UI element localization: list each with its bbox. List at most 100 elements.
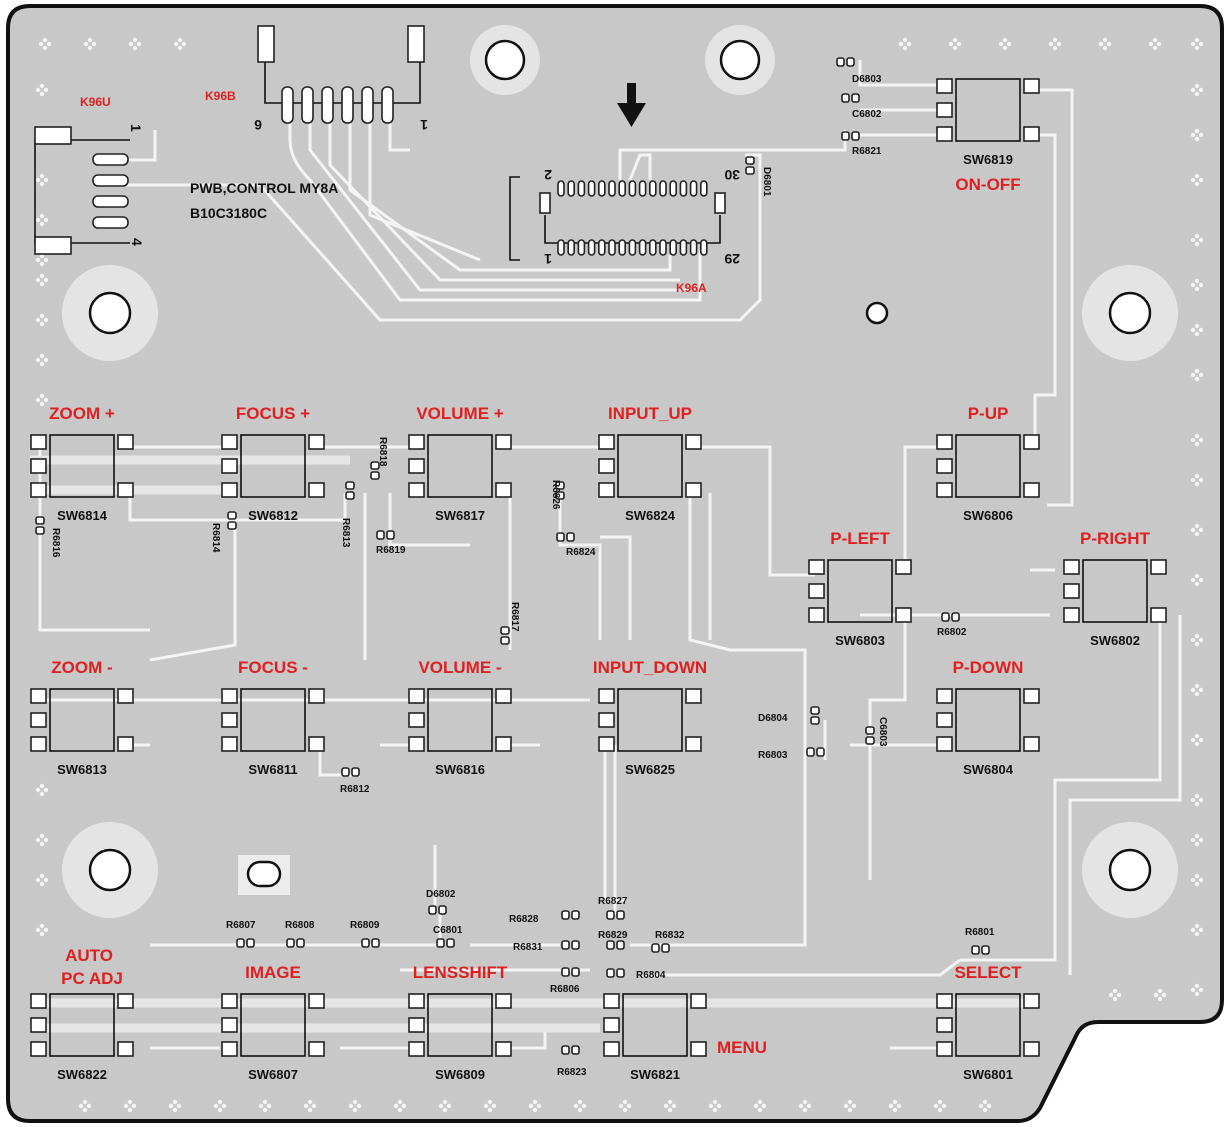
switch-pad: [495, 482, 512, 498]
switch-pad: [690, 1041, 707, 1057]
switch-ref: SW6819: [963, 152, 1013, 167]
switch-label: ZOOM +: [49, 404, 115, 423]
via-marker: [1190, 368, 1204, 382]
switch-pad: [495, 1041, 512, 1057]
k96a-pin-bottom: [587, 239, 596, 256]
component-r6803: R6803: [758, 747, 825, 761]
component-label: D6803: [852, 74, 882, 85]
switch-ref: SW6811: [248, 762, 297, 777]
k96a-pin-bottom: [659, 239, 667, 256]
component-label: R6814: [210, 523, 221, 553]
switch-pad: [685, 688, 702, 704]
switch-pad: [221, 712, 238, 728]
switch-pad: [30, 1041, 47, 1057]
switch-pad: [808, 583, 825, 599]
via-marker: [1098, 37, 1112, 51]
k96a-pin-top: [659, 180, 667, 197]
via-marker: [173, 37, 187, 51]
switch-label: ZOOM -: [51, 658, 112, 677]
switch-pad: [30, 993, 47, 1009]
switch-pad: [1150, 559, 1167, 575]
k96u-pin-first: 1: [128, 124, 144, 132]
via-marker: [35, 213, 49, 227]
switch-pad: [408, 1041, 425, 1057]
component-r6826: R6826: [550, 480, 565, 510]
via-marker: [1190, 873, 1204, 887]
component-r6821: R6821: [841, 131, 882, 157]
via-marker: [1190, 523, 1204, 537]
k96a-pin-top: [689, 180, 698, 197]
via-marker: [83, 37, 97, 51]
component-label: D6804: [758, 713, 788, 724]
switch-pad: [1150, 607, 1167, 623]
via-marker: [35, 173, 49, 187]
switch-label: P-RIGHT: [1080, 529, 1151, 548]
component-label: R6808: [285, 920, 315, 931]
switch-pad: [117, 993, 134, 1009]
switch-ref: SW6809: [435, 1067, 485, 1082]
via-marker: [1190, 633, 1204, 647]
switch-pad: [1023, 78, 1040, 94]
switch-pad: [1063, 607, 1080, 623]
switch-pad: [1023, 434, 1040, 450]
switch-pad: [936, 126, 953, 142]
switch-pad: [221, 736, 238, 752]
switch-pad: [936, 688, 953, 704]
switch-label: IMAGE: [245, 963, 301, 982]
switch-pad: [685, 736, 702, 752]
arrow-down-icon: [617, 83, 646, 127]
switch-pad: [598, 736, 615, 752]
switch-pad: [221, 993, 238, 1009]
switch-pad: [408, 482, 425, 498]
k96u-pin-last: 4: [129, 238, 145, 246]
switch-pad: [408, 434, 425, 450]
component-label: R6832: [655, 930, 685, 941]
board-title-line1: PWB,CONTROL MY8A: [190, 180, 338, 196]
k96a-pin-top: [577, 180, 586, 197]
switch-pad: [598, 712, 615, 728]
switch-pad: [495, 688, 512, 704]
k96a-pin-top: [597, 180, 606, 197]
switch-ref: SW6813: [57, 762, 107, 777]
switch-pad: [936, 458, 953, 474]
k96a-pin-bottom: [669, 239, 678, 256]
switch-pad: [408, 688, 425, 704]
via-marker: [1190, 37, 1204, 51]
component-label: R6813: [340, 518, 351, 548]
via-marker: [35, 253, 49, 267]
switch-ref: SW6806: [963, 508, 1013, 523]
component-r6828: R6828: [509, 910, 580, 925]
switch-pad: [117, 482, 134, 498]
mounting-holes: [62, 25, 1178, 918]
component-r6813: R6813: [340, 481, 355, 548]
switch-pad: [117, 736, 134, 752]
switch-pad: [598, 688, 615, 704]
k96a-label: K96A: [676, 281, 707, 295]
component-label: R6809: [350, 920, 380, 931]
switch-label: MENU: [717, 1038, 767, 1057]
via-marker: [258, 1099, 272, 1113]
via-marker: [1190, 833, 1204, 847]
switch-sw6813: SW6813 ZOOM -: [30, 658, 134, 777]
via-marker: [35, 833, 49, 847]
via-marker: [1153, 988, 1167, 1002]
k96a-pin-bottom: [567, 239, 576, 256]
switch-pad: [1023, 1041, 1040, 1057]
switch-pad: [936, 102, 953, 118]
component-d6804: D6804: [758, 706, 820, 725]
via-marker: [708, 1099, 722, 1113]
via-marker: [35, 313, 49, 327]
k96a-pin-tr: 30: [724, 167, 740, 183]
switch-pad: [408, 993, 425, 1009]
component-label: D6801: [761, 167, 772, 197]
switch-pad: [30, 482, 47, 498]
component-r6806: R6806: [550, 967, 580, 995]
k96a-pin-bottom: [597, 239, 606, 256]
k96a-pin-bottom: [618, 239, 627, 256]
